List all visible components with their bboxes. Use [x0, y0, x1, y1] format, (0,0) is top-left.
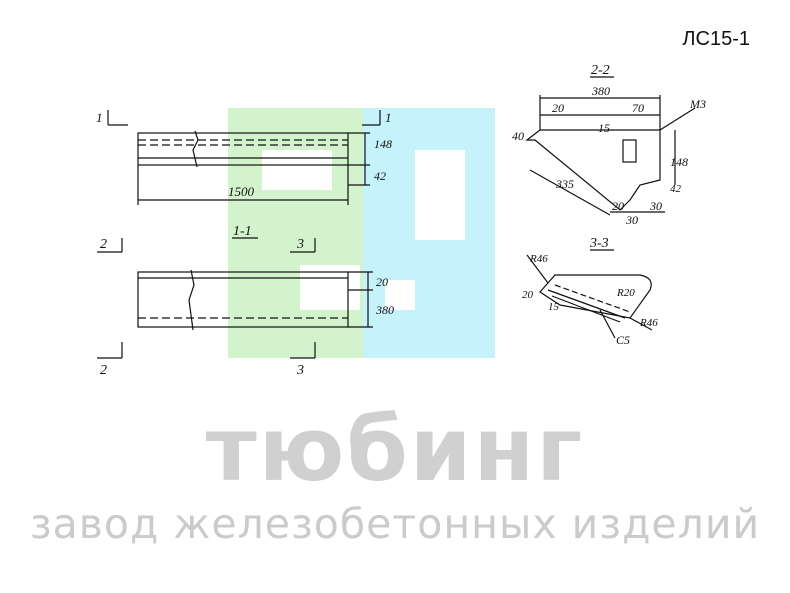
dim-380: 380 [591, 84, 610, 98]
label-r20: R20 [616, 287, 635, 299]
logo-white-cut-4 [385, 280, 415, 310]
callout-m3-leader [659, 107, 696, 131]
section-2-2-title: 2-2 [591, 63, 610, 78]
section-3-3-view [526, 249, 653, 339]
leader-r46-bottom [629, 317, 653, 331]
logo-white-cut-1 [262, 150, 332, 190]
plan-beam-outline [137, 132, 349, 166]
logo-white-cut-2 [415, 150, 465, 240]
label-r46-bottom: R46 [639, 317, 658, 329]
section-1-1-outline [137, 271, 349, 328]
plan-view [107, 110, 381, 205]
section-1-1-labels: 1-1 20 380 2 2 3 3 [100, 224, 394, 378]
section-3-3-inner-1 [547, 289, 626, 319]
watermark-logo [228, 108, 495, 358]
plan-height-42: 42 [374, 169, 386, 183]
section-3-3-profile [539, 274, 652, 319]
section-2-2-labels: 2-2 380 20 70 М3 40 15 148 42 335 20 30 … [512, 63, 706, 227]
mark-2-top: 2 [100, 237, 107, 252]
label-r46-top: R46 [529, 253, 548, 265]
mark-3-bottom: 3 [296, 363, 304, 378]
section-1-1-break [188, 269, 195, 331]
section-3-3-title: 3-3 [589, 236, 609, 251]
dim-70-top: 70 [632, 101, 644, 115]
section-3-3-hidden [554, 284, 631, 313]
dim-15-inner: 15 [598, 121, 610, 135]
watermark-title: тюбинг [205, 398, 585, 501]
label-c5: С5 [616, 333, 630, 347]
dim-42-right: 42 [670, 183, 682, 195]
logo-green-block [228, 108, 363, 358]
document-code: ЛС15-1 [682, 28, 750, 50]
section-1-1-title: 1-1 [233, 224, 252, 239]
plan-height-148: 148 [374, 137, 392, 151]
label-20-left: 20 [522, 289, 534, 301]
plan-break-mark [192, 130, 199, 168]
callout-m3: М3 [689, 97, 706, 111]
section-3-3-labels: 3-3 R46 R20 R46 20 15 С5 [522, 236, 658, 347]
plan-labels: 1500 148 42 1 1 [96, 110, 392, 199]
watermark-subtitle: завод железобетонных изделий [29, 500, 761, 548]
label-15-left: 15 [548, 301, 560, 313]
leader-r46-top [526, 254, 549, 284]
plan-length-label: 1500 [228, 184, 255, 199]
dim-40-left: 40 [512, 129, 524, 143]
dim-335-slope: 335 [555, 177, 574, 191]
section-3-3-inner-2 [551, 295, 621, 323]
dim-slope-335 [529, 169, 611, 216]
section-1-1-h20: 20 [376, 275, 388, 289]
dim-148-right: 148 [670, 155, 688, 169]
leader-c5 [599, 309, 616, 339]
dim-30-bottom: 30 [649, 199, 662, 213]
dim-20-bottom: 20 [612, 199, 624, 213]
section-1-1-h380: 380 [375, 303, 394, 317]
section-mark-1-right: 1 [385, 110, 392, 125]
mark-3-top: 3 [296, 237, 304, 252]
section-2-2-profile [525, 129, 661, 211]
dim-20-top: 20 [552, 101, 564, 115]
section-2-2-opening [622, 139, 637, 163]
section-mark-1-left: 1 [96, 110, 103, 125]
section-2-2-view [525, 76, 696, 216]
section-1-1-view [97, 237, 373, 359]
mark-2-bottom: 2 [100, 363, 107, 378]
dim-30-under: 30 [625, 213, 638, 227]
